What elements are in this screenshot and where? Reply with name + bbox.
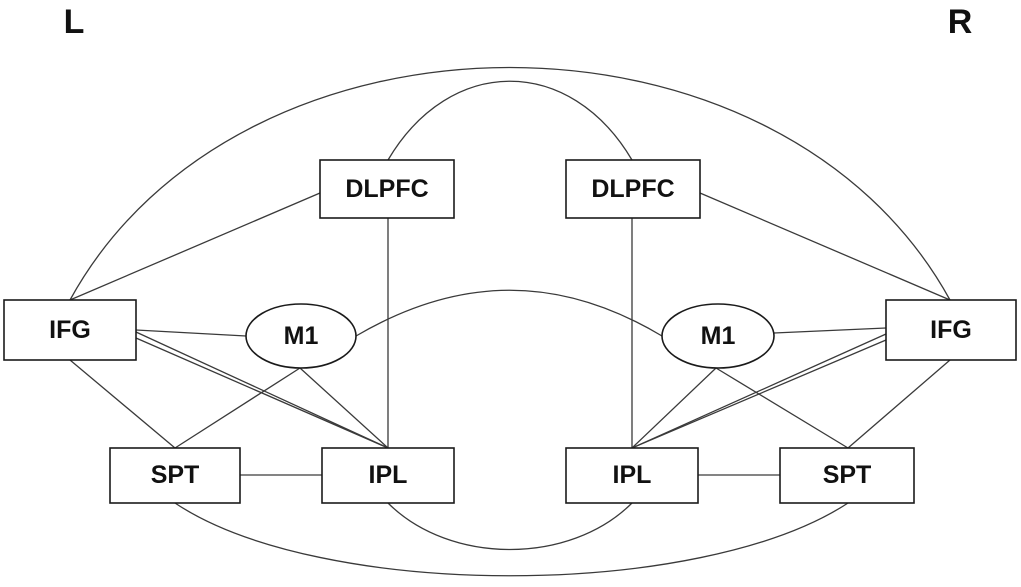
node-box [565,159,701,219]
node-l-dlpfc: DLPFC [319,159,455,219]
node-label: IFG [930,316,972,344]
edge-r-m1-r-ifg [773,327,887,334]
edge-r-ifg-r-dlpfc [699,192,951,301]
node-label: M1 [701,322,736,350]
edge-l-ifg-l-m1 [135,329,247,337]
node-box [885,299,1017,361]
edge-l-ipl-r-ipl-arc [387,502,633,551]
connections [69,66,951,577]
edge-l-dlpfc-r-dlpfc-arc [387,80,633,161]
node-ellipse [245,303,357,369]
node-label: M1 [284,322,319,350]
node-l-ifg: IFG [3,299,137,361]
node-r-ipl: IPL [565,447,699,504]
edge-l-ifg-l-spt [69,359,176,449]
right-hemisphere-label: R [948,3,973,41]
node-box [321,447,455,504]
node-label: IPL [613,461,652,489]
node-label: DLPFC [345,175,428,203]
node-box [109,447,241,504]
left-hemisphere-label: L [64,3,85,41]
edge-r-ifg-r-spt [847,359,951,449]
node-l-spt: SPT [109,447,241,504]
node-box [565,447,699,504]
edge-l-ifg-l-dlpfc [69,192,321,301]
edge-l-m1-r-m1-arc [355,289,663,337]
node-r-ifg: IFG [885,299,1017,361]
node-label: IFG [49,316,91,344]
node-l-m1: M1 [245,303,357,369]
node-label: DLPFC [591,175,674,203]
node-box [319,159,455,219]
edge-l-ifg-r-ifg-arc [69,66,951,301]
edge-r-m1-r-ipl [631,367,717,449]
edge-r-m1-r-spt [715,367,849,449]
edge-l-spt-r-spt-arc [174,502,849,577]
node-r-spt: SPT [779,447,915,504]
node-r-m1: M1 [661,303,775,369]
node-l-ipl: IPL [321,447,455,504]
node-box [779,447,915,504]
edge-l-ifg-l-ipl-a [135,331,389,449]
node-label: SPT [151,461,200,489]
node-box [3,299,137,361]
edge-l-m1-l-spt [174,367,301,449]
node-label: SPT [823,461,872,489]
edge-r-ifg-r-ipl-a [631,333,887,449]
node-r-dlpfc: DLPFC [565,159,701,219]
edge-l-m1-l-ipl [299,367,389,449]
node-ellipse [661,303,775,369]
node-label: IPL [369,461,408,489]
